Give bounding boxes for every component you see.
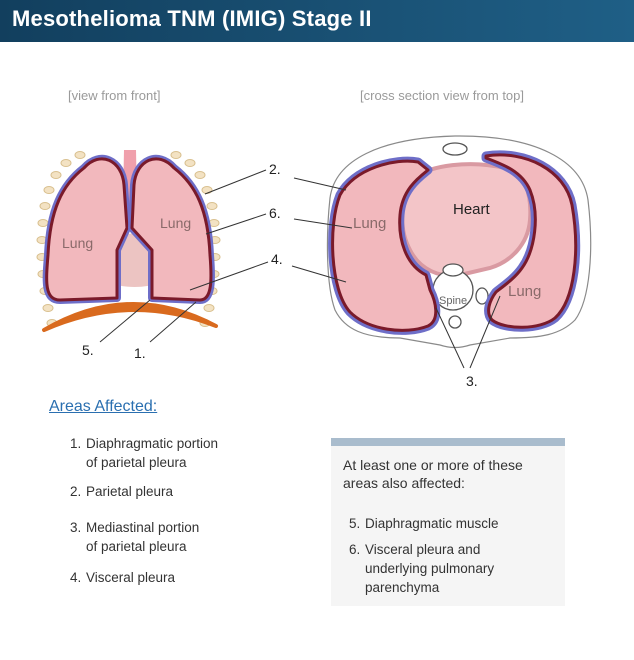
body-outline: [326, 135, 592, 349]
callout-1: 1.: [134, 345, 146, 361]
rib-head-right: [475, 287, 489, 305]
also-item-6: 6.Visceral pleura and underlying pulmona…: [349, 542, 495, 595]
callout-2: 2.: [269, 161, 281, 177]
spine-process: [448, 315, 462, 329]
area-item-3: 3.Mediastinal portion of parietal pleura: [70, 520, 200, 554]
front-right-lung-label: Lung: [160, 215, 191, 231]
header-bar: Mesothelioma TNM (IMIG) Stage II: [0, 0, 634, 42]
area-item-1: 1.Diaphragmatic portion of parietal pleu…: [70, 436, 219, 470]
also-affected-box: At least one or more of these areas also…: [331, 438, 565, 606]
callout-lines: [99, 169, 501, 369]
diaphragm: [42, 302, 218, 332]
front-left-lung-label: Lung: [62, 235, 93, 251]
top-right-lung-label: Lung: [508, 283, 541, 300]
page-title: Mesothelioma TNM (IMIG) Stage II: [12, 6, 372, 31]
front-view-label: [view from front]: [68, 88, 161, 103]
front-right-lung: [130, 157, 213, 302]
callout-3: 3.: [466, 373, 478, 389]
top-left-lung: [331, 159, 438, 332]
area-item-2: 2.Parietal pleura: [70, 484, 174, 499]
top-view: Heart Spine Lung Lung: [326, 135, 592, 349]
callout-5: 5.: [82, 342, 94, 358]
stage-diagram: Lung Lung Heart Spine Lung Lung: [36, 135, 592, 389]
spine-canal: [442, 263, 464, 277]
sternum: [442, 142, 468, 156]
heart-label: Heart: [453, 201, 491, 218]
top-view-label: [cross section view from top]: [360, 88, 524, 103]
front-left-lung: [45, 157, 129, 302]
callout-6: 6.: [269, 205, 281, 221]
top-left-lung-label: Lung: [353, 215, 386, 232]
top-right-lung: [484, 153, 578, 329]
spine-label: Spine: [439, 295, 467, 307]
callout-4: 4.: [271, 251, 283, 267]
also-item-5: 5.Diaphragmatic muscle: [349, 516, 499, 531]
areas-affected-heading: Areas Affected:: [49, 398, 158, 415]
area-item-4: 4.Visceral pleura: [70, 570, 176, 585]
also-affected-title: At least one or more of these areas also…: [343, 457, 523, 491]
heart: [400, 162, 533, 278]
front-view: Lung Lung: [36, 150, 221, 332]
